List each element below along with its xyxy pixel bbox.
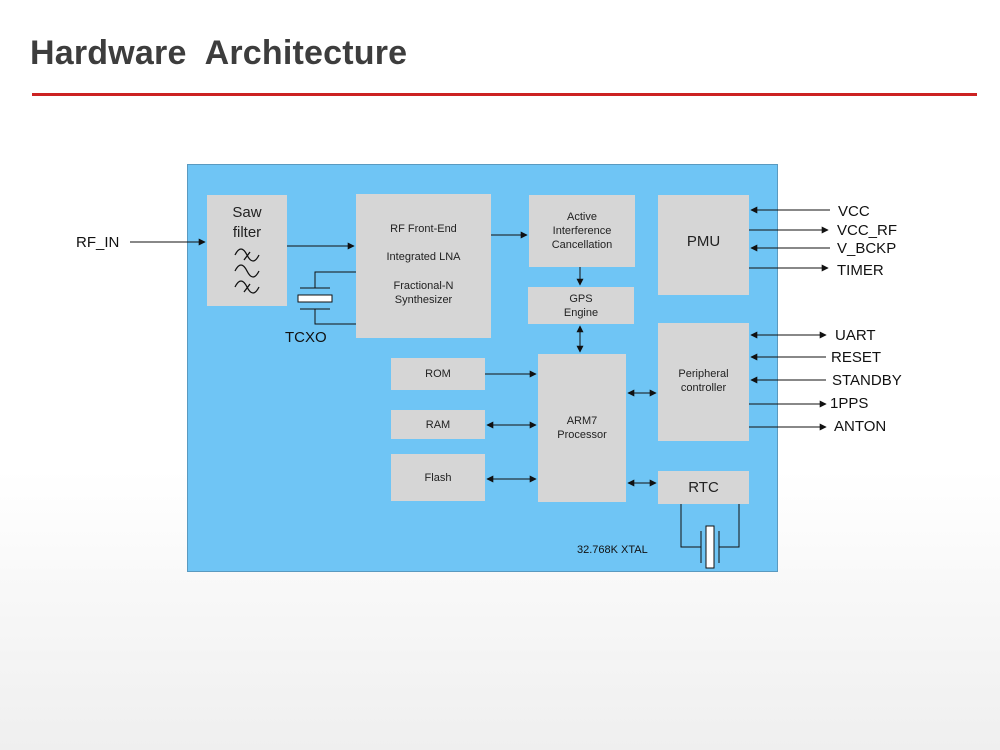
peripheral-controller-block: Peripheral controller bbox=[658, 323, 749, 441]
rtc-block: RTC bbox=[658, 471, 749, 504]
rom-label: ROM bbox=[425, 368, 451, 380]
pmu-label: PMU bbox=[686, 233, 721, 250]
uart-pin-label: UART bbox=[835, 327, 876, 344]
standby-pin-label: STANDBY bbox=[832, 372, 902, 389]
rom-block: ROM bbox=[391, 358, 485, 390]
peripheral-label-1: Peripheral bbox=[678, 368, 729, 380]
v-bckp-pin-label: V_BCKP bbox=[837, 240, 897, 257]
ram-block: RAM bbox=[391, 410, 485, 439]
rtc-label: RTC bbox=[688, 478, 719, 496]
aic-label-1: Active bbox=[567, 211, 597, 223]
rf-front-end-block: RF Front-End Integrated LNA Fractional-N… bbox=[356, 194, 491, 338]
title-rule bbox=[32, 93, 977, 96]
timer-pin-label: TIMER bbox=[837, 262, 884, 279]
saw-filter-label-2: filter bbox=[232, 224, 262, 241]
interference-cancellation-block: Active Interference Cancellation bbox=[529, 195, 635, 267]
pps-pin-label: 1PPS bbox=[830, 395, 869, 412]
tcxo-label: TCXO bbox=[285, 329, 327, 346]
page-title: Hardware Architecture bbox=[30, 34, 408, 72]
arm7-label-2: Processor bbox=[557, 429, 607, 441]
aic-label-3: Cancellation bbox=[551, 239, 613, 251]
arm7-label-1: ARM7 bbox=[566, 415, 598, 427]
rf-label-2: Integrated LNA bbox=[386, 251, 461, 263]
vcc-rf-pin-label: VCC_RF bbox=[837, 222, 898, 239]
anton-pin-label: ANTON bbox=[834, 418, 887, 435]
rf-label-3: Fractional-N bbox=[393, 280, 454, 292]
flash-block: Flash bbox=[391, 454, 485, 501]
saw-filter-label-1: Saw bbox=[232, 204, 262, 221]
rf-label-1: RF Front-End bbox=[390, 223, 457, 235]
arm7-processor-block: ARM7 Processor bbox=[538, 354, 626, 502]
gps-engine-block: GPS Engine bbox=[528, 287, 634, 324]
flash-label: Flash bbox=[424, 471, 452, 484]
peripheral-label-2: controller bbox=[680, 382, 727, 394]
vcc-pin-label: VCC bbox=[838, 203, 870, 220]
gps-label-2: Engine bbox=[563, 306, 599, 319]
rf-in-label: RF_IN bbox=[76, 234, 120, 251]
aic-label-2: Interference bbox=[552, 225, 612, 237]
reset-pin-label: RESET bbox=[831, 349, 882, 366]
rf-label-4: Synthesizer bbox=[394, 294, 453, 306]
pmu-block: PMU bbox=[658, 195, 749, 295]
saw-filter-block: Saw filter bbox=[207, 195, 287, 306]
filter-symbol-icon bbox=[234, 248, 260, 294]
gps-label-1: GPS bbox=[569, 292, 593, 305]
xtal-label: 32.768K XTAL bbox=[577, 544, 648, 556]
ram-label: RAM bbox=[425, 418, 451, 431]
